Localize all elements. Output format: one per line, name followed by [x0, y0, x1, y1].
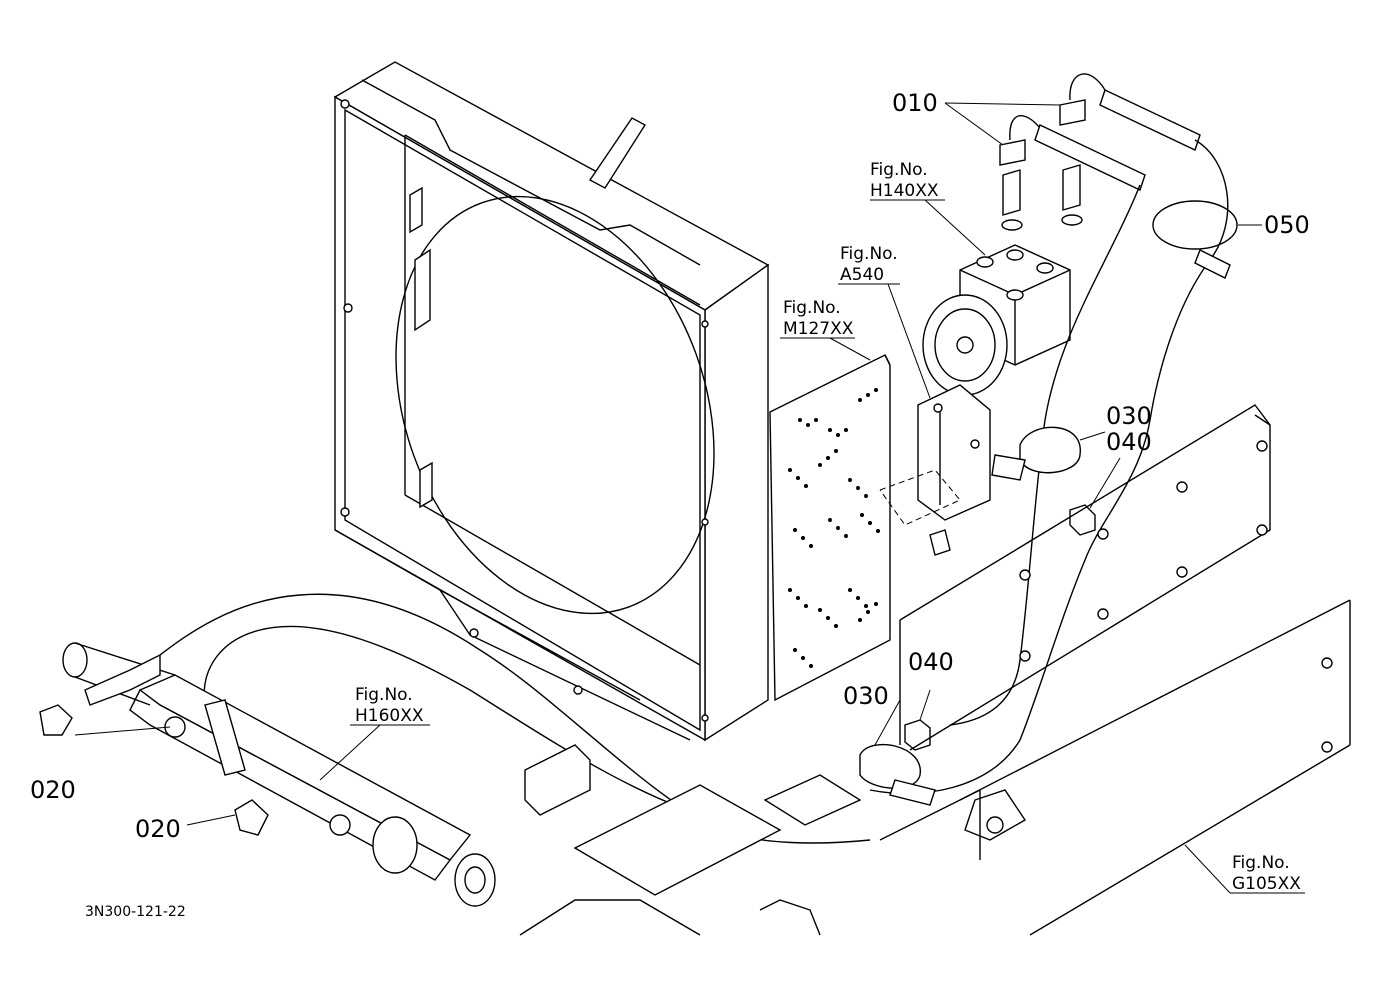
leader-lines [74, 102, 1305, 894]
fittings-020 [39, 653, 269, 836]
figref-h140-label: Fig.No. [870, 160, 928, 180]
figref-a540-number: A540 [840, 265, 884, 285]
callout-020-left: 020 [30, 776, 76, 804]
callout-040-upper: 040 [1106, 428, 1152, 456]
figref-m127-label: Fig.No. [783, 298, 841, 318]
callout-010: 010 [892, 89, 938, 117]
figref-a540-label: Fig.No. [840, 244, 898, 264]
drawing-code: 3N300-121-22 [85, 904, 186, 920]
callout-030-lower: 030 [843, 682, 889, 710]
callout-030-upper: 030 [1106, 402, 1152, 430]
callout-050: 050 [1264, 211, 1310, 239]
figref-g105-number: G105XX [1232, 874, 1301, 894]
clamps-030 [859, 426, 1081, 806]
figref-g105-label: Fig.No. [1232, 853, 1290, 873]
figref-h140-number: H140XX [870, 181, 939, 201]
perforated-screen [769, 354, 891, 702]
figref-m127-number: M127XX [783, 319, 854, 339]
fittings-010 [999, 73, 1106, 231]
frame [519, 404, 1351, 936]
figref-h160-number: H160XX [355, 706, 424, 726]
callout-020-lower: 020 [135, 815, 181, 843]
hoses [159, 89, 1238, 844]
steering-unit [879, 244, 1071, 556]
radiator-shroud [333, 61, 770, 742]
figref-h160-label: Fig.No. [355, 685, 413, 705]
callout-040-lower: 040 [908, 648, 954, 676]
